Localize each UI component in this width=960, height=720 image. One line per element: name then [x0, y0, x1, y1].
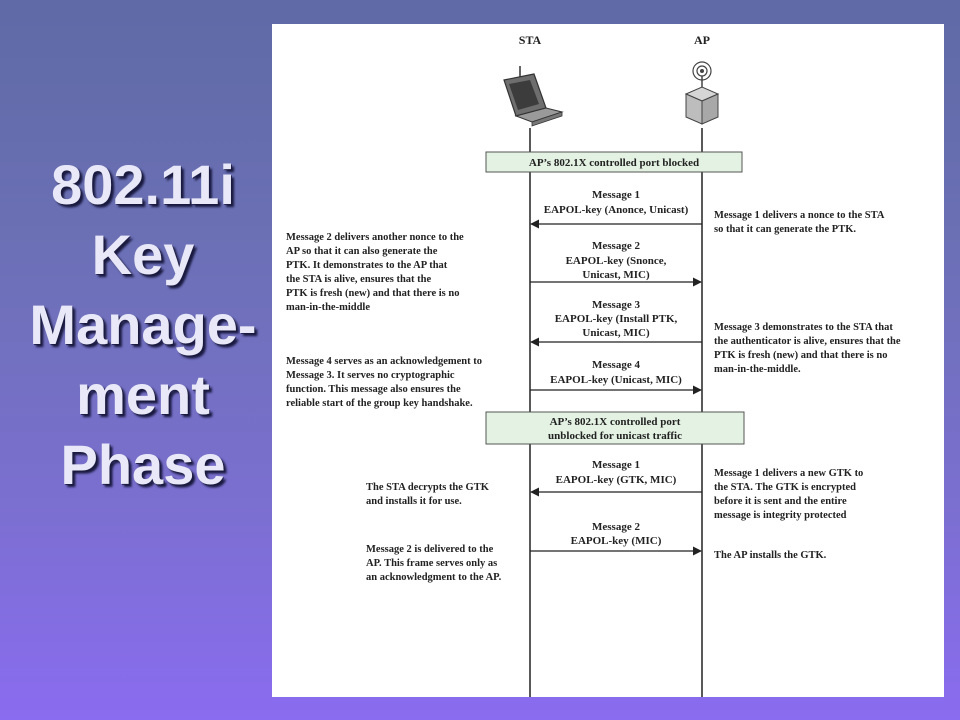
note-line: The AP installs the GTK.	[714, 550, 827, 561]
message-label: Message 3	[592, 299, 640, 311]
note-line: Message 3 demonstrates to the STA that	[714, 322, 893, 333]
title-line-5: Phase	[60, 433, 226, 496]
note-line: the authenticator is alive, ensures that…	[714, 336, 901, 347]
diagram-canvas: STA AP AP’s 802.1X controlled port block	[286, 33, 901, 697]
message-label: Message 1	[592, 459, 640, 471]
ap-label: AP	[694, 33, 710, 47]
message-detail: EAPOL-key (Install PTK,	[555, 313, 678, 325]
note-line: Message 3. It serves no cryptographic	[286, 370, 455, 381]
note-line: Message 1 delivers a new GTK to	[714, 468, 863, 479]
message-detail: EAPOL-key (GTK, MIC)	[556, 474, 677, 486]
note-line: function. This message also ensures the	[286, 384, 461, 395]
note-line: Message 4 serves as an acknowledgement t…	[286, 356, 482, 367]
sequence-diagram: STA AP AP’s 802.1X controlled port block	[272, 24, 944, 697]
note-line: before it is sent and the entire	[714, 496, 847, 507]
note-line: The STA decrypts the GTK	[366, 482, 490, 493]
message-detail: EAPOL-key (MIC)	[571, 535, 662, 547]
message-detail: EAPOL-key (Snonce,	[566, 255, 667, 267]
note-line: so that it can generate the PTK.	[714, 224, 856, 235]
message-label: Message 1	[592, 189, 640, 201]
port-unblocked-line-1: AP’s 802.1X controlled port	[550, 416, 681, 428]
message-1-group: Message 1 EAPOL-key (GTK, MIC)	[530, 459, 702, 497]
note-line: the STA. The GTK is encrypted	[714, 482, 856, 493]
port-unblocked-box: AP’s 802.1X controlled port unblocked fo…	[485, 411, 745, 445]
title-line-3: Manage-	[29, 293, 257, 356]
slide-title: 802.11i Key Manage- ment Phase	[18, 150, 268, 500]
message-2-pairwise: Message 2 EAPOL-key (Snonce, Unicast, MI…	[530, 240, 702, 287]
note-line: Message 1 delivers a nonce to the STA	[714, 210, 885, 221]
message-label: Message 2	[592, 521, 640, 533]
message-detail: EAPOL-key (Unicast, MIC)	[550, 374, 682, 386]
note-line: message is integrity protected	[714, 510, 847, 521]
title-line-2: Key	[91, 223, 195, 286]
note-message-1: Message 1 delivers a nonce to the STA so…	[714, 210, 885, 235]
laptop-icon	[503, 66, 564, 127]
message-label: Message 4	[592, 359, 640, 371]
note-line: reliable start of the group key handshak…	[286, 398, 473, 409]
message-2-group: Message 2 EAPOL-key (MIC)	[530, 521, 702, 556]
note-line: the STA is alive, ensures that the	[286, 274, 431, 285]
note-line: man-in-the-middle.	[714, 364, 801, 375]
note-message-4: Message 4 serves as an acknowledgement t…	[286, 356, 482, 409]
note-line: and installs it for use.	[366, 496, 462, 507]
access-point-icon	[684, 61, 720, 125]
message-detail: EAPOL-key (Anonce, Unicast)	[544, 204, 689, 216]
message-4-pairwise: Message 4 EAPOL-key (Unicast, MIC)	[530, 359, 702, 395]
message-1-pairwise: Message 1 EAPOL-key (Anonce, Unicast)	[530, 189, 702, 229]
port-unblocked-line-2: unblocked for unicast traffic	[548, 430, 682, 442]
port-blocked-label: AP’s 802.1X controlled port blocked	[529, 157, 699, 169]
note-group-message-2-left: Message 2 is delivered to the AP. This f…	[366, 544, 502, 583]
port-blocked-box: AP’s 802.1X controlled port blocked	[485, 151, 743, 173]
message-detail: Unicast, MIC)	[582, 327, 650, 339]
note-line: AP. This frame serves only as	[366, 558, 497, 569]
note-message-2: Message 2 delivers another nonce to the …	[286, 232, 464, 313]
title-line-1: 802.11i	[51, 153, 235, 216]
message-3-pairwise: Message 3 EAPOL-key (Install PTK, Unicas…	[530, 299, 702, 347]
note-group-message-1-left: The STA decrypts the GTK and installs it…	[366, 482, 490, 507]
note-line: PTK is fresh (new) and that there is no	[286, 288, 459, 299]
note-line: PTK is fresh (new) and that there is no	[714, 350, 887, 361]
note-line: man-in-the-middle	[286, 302, 370, 313]
note-line: an acknowledgment to the AP.	[366, 572, 502, 583]
message-label: Message 2	[592, 240, 640, 252]
note-group-message-1-right: Message 1 delivers a new GTK to the STA.…	[714, 468, 863, 521]
sta-label: STA	[519, 33, 542, 47]
note-group-message-2-right: The AP installs the GTK.	[714, 550, 827, 561]
note-line: Message 2 is delivered to the	[366, 544, 494, 555]
note-line: AP so that it can also generate the	[286, 246, 438, 257]
note-message-3: Message 3 demonstrates to the STA that t…	[714, 322, 901, 375]
note-line: PTK. It demonstrates to the AP that	[286, 260, 448, 271]
message-detail: Unicast, MIC)	[582, 269, 650, 281]
note-line: Message 2 delivers another nonce to the	[286, 232, 464, 243]
title-line-4: ment	[76, 363, 210, 426]
